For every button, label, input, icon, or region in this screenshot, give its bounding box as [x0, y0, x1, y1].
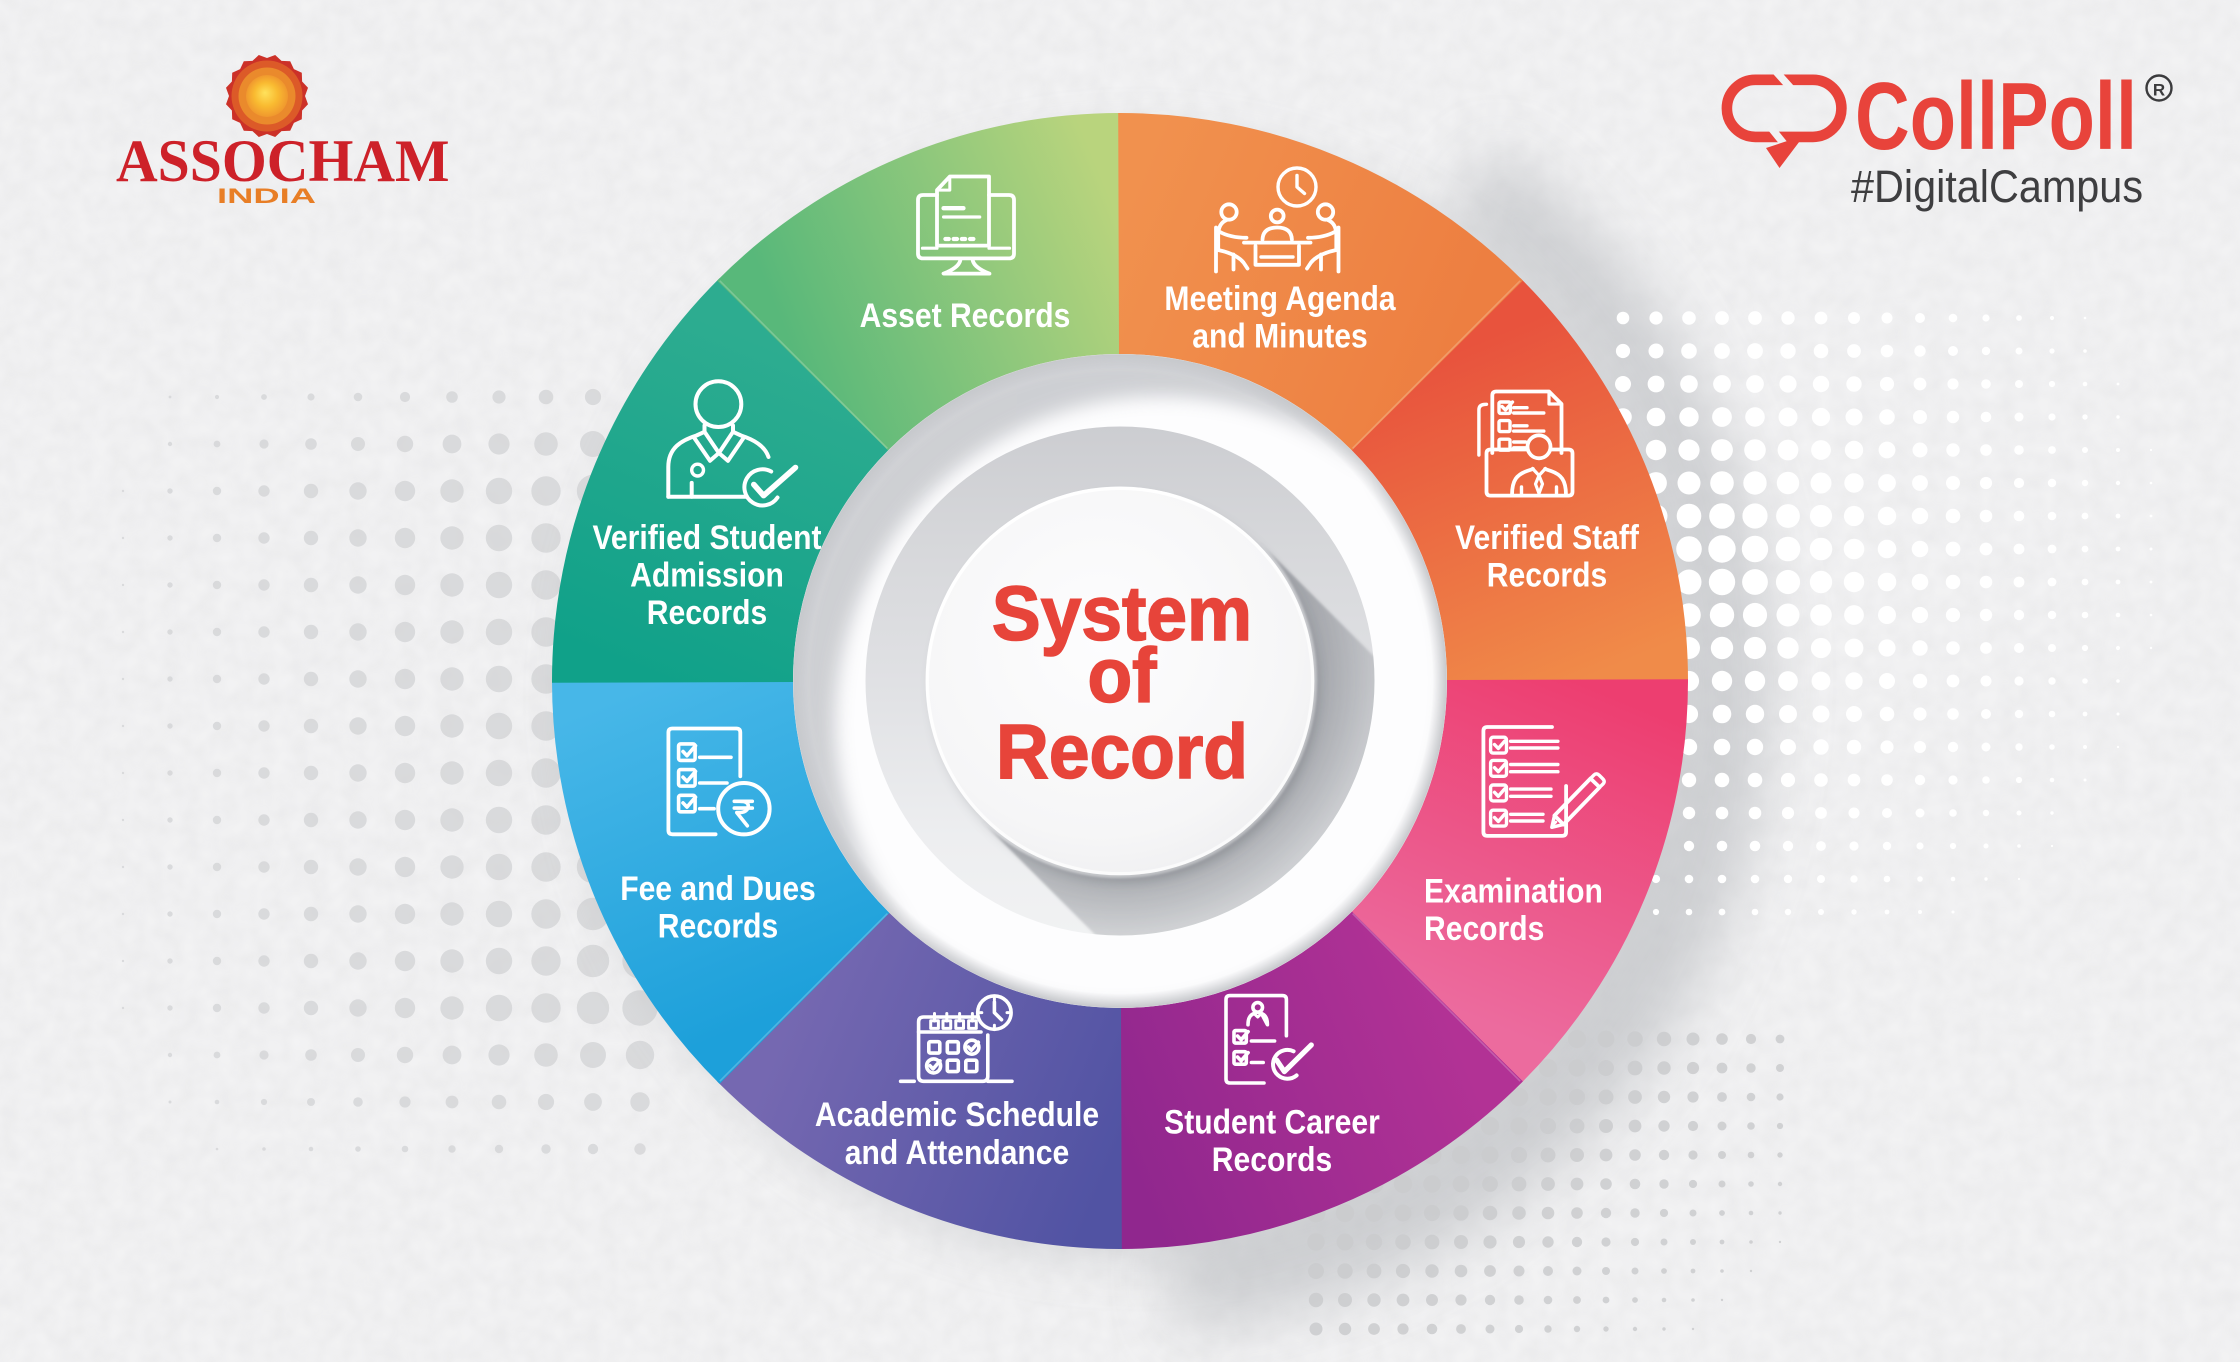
svg-text:Admission: Admission — [630, 556, 784, 594]
svg-text:Fee and Dues: Fee and Dues — [620, 869, 816, 907]
svg-text:and Minutes: and Minutes — [1192, 317, 1367, 355]
svg-text:Academic Schedule: Academic Schedule — [815, 1095, 1099, 1133]
svg-text:R: R — [2153, 81, 2165, 100]
svg-text:Records: Records — [658, 907, 778, 945]
svg-text:Meeting Agenda: Meeting Agenda — [1164, 279, 1396, 317]
svg-text:Verified Student: Verified Student — [593, 518, 822, 556]
svg-text:#DigitalCampus: #DigitalCampus — [1851, 161, 2143, 212]
svg-text:of: of — [1087, 632, 1157, 718]
svg-text:Asset Records: Asset Records — [860, 296, 1071, 334]
svg-text:and Attendance: and Attendance — [845, 1133, 1070, 1171]
svg-text:Student Career: Student Career — [1164, 1103, 1380, 1141]
svg-text:INDIA: INDIA — [217, 185, 316, 208]
svg-text:Records: Records — [1487, 556, 1607, 594]
svg-text:Records: Records — [1212, 1140, 1332, 1178]
svg-text:ASSOCHAM: ASSOCHAM — [116, 128, 450, 194]
svg-text:Record: Record — [996, 708, 1248, 794]
svg-text:System: System — [992, 570, 1252, 656]
svg-text:Verified Staff: Verified Staff — [1455, 518, 1639, 556]
svg-text:Records: Records — [1424, 909, 1544, 947]
svg-text:CollPoll: CollPoll — [1855, 63, 2137, 170]
svg-text:Records: Records — [647, 593, 767, 631]
svg-text:Examination: Examination — [1424, 872, 1603, 910]
